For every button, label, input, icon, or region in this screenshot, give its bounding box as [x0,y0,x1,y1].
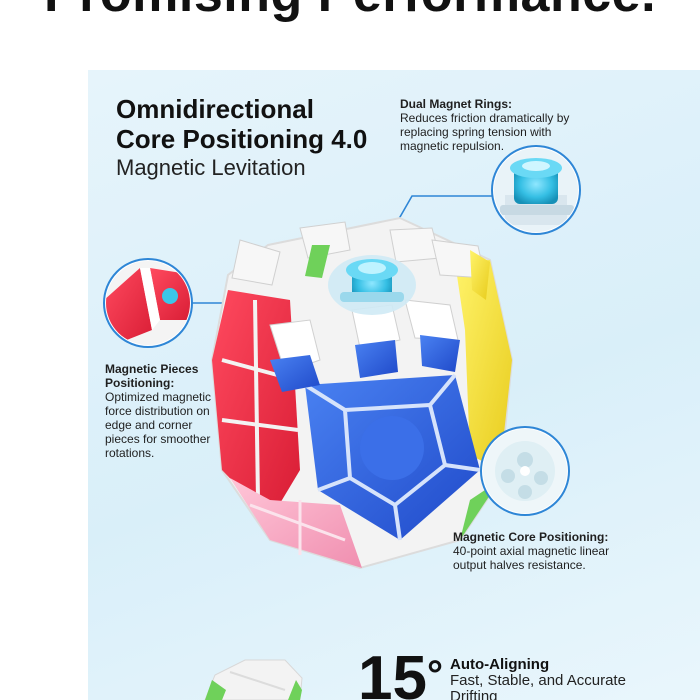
callout-text: Optimized magnetic force distribution on… [105,390,212,460]
degree-value: 15 [358,644,427,700]
megaminx-cube [210,216,514,570]
auto-align-degree: 15° [358,648,443,700]
magnetic-core-detail [480,426,570,516]
magnetic-pieces-detail [103,258,193,348]
callout-title: Dual Magnet Rings: [400,97,513,111]
callout-text: Reduces friction dramatically by replaci… [400,111,570,153]
degree-symbol: ° [426,653,443,697]
auto-align-description: Auto-Aligning Fast, Stable, and Accurate… [450,657,630,700]
callout-magnetic-pieces: Magnetic Pieces Positioning: Optimized m… [105,362,230,460]
dual-magnet-rings-detail [491,145,581,235]
auto-align-title: Auto-Aligning [450,656,550,673]
feature-title-line-1: Omnidirectional [116,94,314,124]
callout-title: Magnetic Pieces Positioning: [105,362,199,390]
feature-title-line-2: Core Positioning 4.0 [116,124,368,154]
feature-subtitle: Magnetic Levitation [116,155,306,180]
callout-dual-magnet-rings: Dual Magnet Rings: Reduces friction dram… [400,97,600,153]
feature-title-block: Omnidirectional Core Positioning 4.0 Mag… [116,94,396,182]
callout-text: 40-point axial magnetic linear output ha… [453,544,610,572]
page-headline: Promising Performance. [0,0,700,24]
central-magnetic-core [328,255,416,315]
exploded-top-layer [231,221,490,392]
callout-magnetic-core: Magnetic Core Positioning: 40-point axia… [453,530,618,572]
bottom-cube-fragment [204,659,303,700]
callout-title: Magnetic Core Positioning: [453,530,609,544]
auto-align-text: Fast, Stable, and Accurate Drifting [450,672,626,700]
